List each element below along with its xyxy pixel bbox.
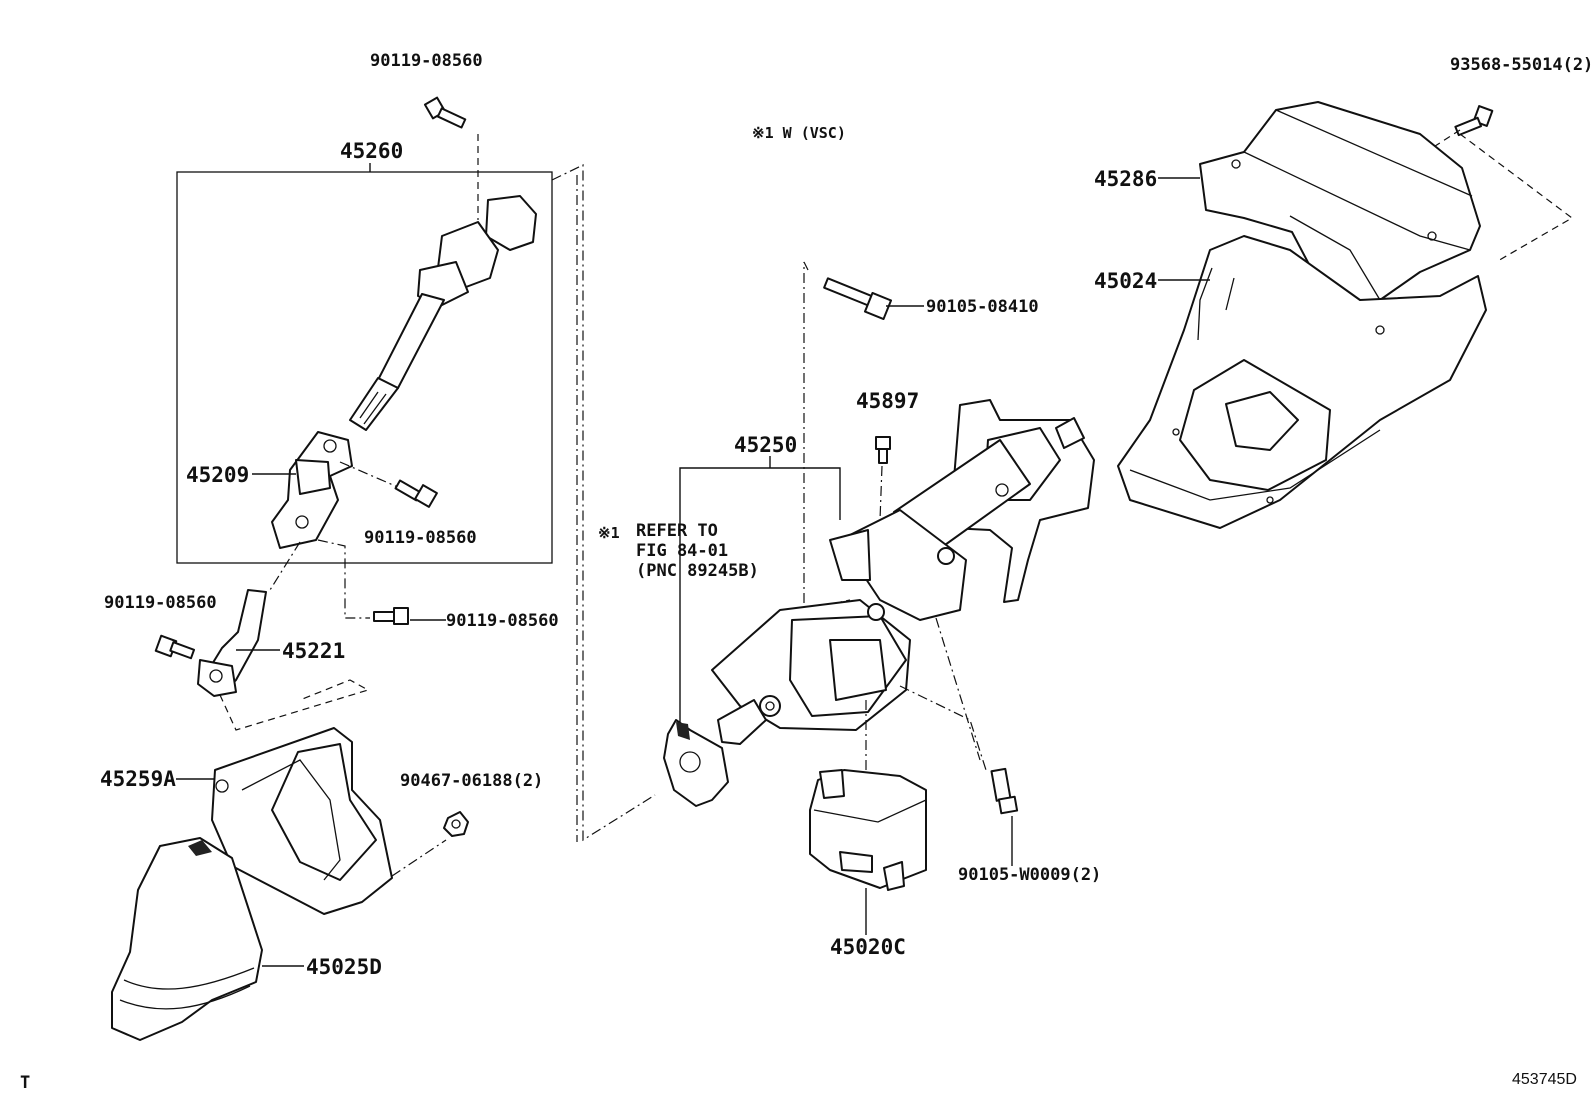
bolt-yoke-part [394, 479, 438, 508]
cover-plate-label: 45259A [100, 767, 176, 791]
boot-label: 45025D [306, 955, 382, 979]
lock-module-label: 45020C [830, 935, 906, 959]
note-w-vsc: ※1 W (VSC) [752, 124, 846, 142]
bolt-small-dash [879, 465, 883, 521]
shaft-assembly-frame [176, 171, 553, 564]
upper-universal-joint [349, 195, 537, 431]
bolt-yoke-label: 90119-08560 [364, 528, 477, 548]
shaft-bottom-dash [219, 679, 370, 731]
lock-module-part [809, 769, 927, 891]
yoke-bolt-dash [339, 461, 401, 489]
shaft-assembly-label: 45260 [340, 139, 403, 163]
dashed-outline-right [551, 164, 656, 842]
refer-line-1: REFER TO [636, 521, 718, 541]
refer-mark: ※1 [598, 524, 620, 542]
bolt-mid-part [373, 607, 409, 625]
cover-dash-right [1459, 133, 1574, 263]
intermediate-shaft-label: 45221 [282, 639, 345, 663]
bolt-column-label: 90105-08410 [926, 297, 1039, 317]
screw-top-right-label: 93568-55014(2) [1450, 55, 1592, 75]
column-bracket-leader [679, 467, 841, 735]
boot-part [111, 837, 263, 1041]
bolt-small-part [875, 436, 891, 464]
yoke-label: 45209 [186, 463, 249, 487]
refer-line-3: (PNC 89245B) [636, 561, 759, 581]
column-assembly-label: 45250 [734, 433, 797, 457]
figure-code: 453745D [1512, 1071, 1577, 1088]
corner-mark: T [20, 1073, 30, 1093]
bolt-left-label: 90119-08560 [104, 593, 217, 613]
upper-cover-part [1199, 101, 1481, 305]
column-right-dash [899, 685, 987, 771]
nut-part [443, 811, 469, 837]
upper-cover-label: 45286 [1094, 167, 1157, 191]
lower-cover-part [1117, 235, 1487, 529]
yoke-down-dash [269, 541, 301, 591]
bolt-small-label: 45897 [856, 389, 919, 413]
bolt-column-part [823, 277, 893, 321]
yoke-part [271, 431, 353, 549]
bolt-top-left-label: 90119-08560 [370, 51, 483, 71]
sensor-part [663, 719, 729, 807]
column-body-part [711, 399, 1095, 745]
nut-label: 90467-06188(2) [400, 771, 543, 791]
bolt-mid-label: 90119-08560 [446, 611, 559, 631]
bolt-bottom-part [990, 767, 1019, 815]
lower-cover-label: 45024 [1094, 269, 1157, 293]
cover-plate-dash [391, 839, 447, 877]
cover-plate-part [211, 727, 393, 915]
refer-line-2: FIG 84-01 [636, 541, 728, 561]
yoke-mid-dash [317, 539, 370, 619]
bolt-top-left-part [423, 96, 467, 129]
bolt-bottom-label: 90105-W0009(2) [958, 865, 1101, 885]
column-right-dash2 [935, 617, 981, 761]
screw-top-right-part [1454, 105, 1494, 137]
bolt-left-part [154, 634, 196, 660]
intermediate-shaft-part [197, 589, 267, 697]
